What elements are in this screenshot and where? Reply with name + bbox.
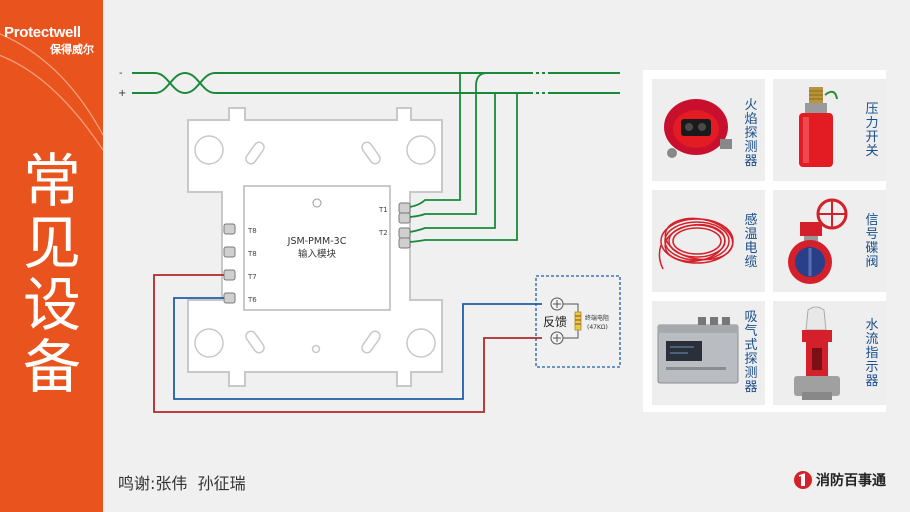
device-card-water-flow-indicator[interactable]: 水流指示器 <box>773 301 886 405</box>
device-label: 压力开关 <box>865 102 879 159</box>
sidebar-title-char: 常 <box>22 147 81 215</box>
bus-plus-label: + <box>118 88 126 99</box>
device-card-pressure-switch[interactable]: 压力开关 <box>773 79 886 181</box>
sidebar-title-char: 设 <box>22 271 81 339</box>
resistor-label: 终端电阻 <box>585 314 609 322</box>
device-card-flame-detector[interactable]: 火焰探测器 <box>652 79 765 181</box>
device-card-heat-cable[interactable]: 感温电缆 <box>652 190 765 292</box>
sidebar-title-char: 备 <box>22 333 81 401</box>
sidebar-title-char: 见 <box>22 209 81 277</box>
device-label: 吸气式探测器 <box>744 310 758 395</box>
terminal-label: T8 <box>247 250 257 258</box>
device-card-aspirating-detector[interactable]: 吸气式探测器 <box>652 301 765 405</box>
water-flow-indicator-icon <box>794 306 840 400</box>
terminal-label: T6 <box>247 296 257 304</box>
feedback-box <box>535 275 621 368</box>
fire-extinguisher-logo-icon <box>794 471 812 489</box>
terminals-right <box>398 202 411 249</box>
feedback-label: 反馈 <box>543 315 567 329</box>
red-wire <box>153 274 542 413</box>
footer-logo: 消防百事通 <box>793 470 886 490</box>
device-label: 水流指示器 <box>865 318 879 389</box>
bus-drop-wires <box>409 72 518 243</box>
module-model: JSM-PMM-3C <box>287 236 347 247</box>
device-label: 感温电缆 <box>744 213 758 270</box>
device-card-butterfly-valve[interactable]: 信号碟阀 <box>773 190 886 292</box>
resistor-value: (47KΩ) <box>587 324 608 331</box>
module-name: 输入模块 <box>298 248 337 260</box>
sidebar-decor-curves <box>0 33 103 151</box>
terminal-label: T1 <box>378 206 388 214</box>
blue-wire <box>173 297 542 400</box>
brand-name-en: Protectwell <box>4 24 81 41</box>
terminal-label: T8 <box>247 227 257 235</box>
device-label: 信号碟阀 <box>865 213 879 270</box>
module-led <box>312 198 322 208</box>
pressure-switch-icon <box>799 87 838 167</box>
bus-minus-label: - <box>119 68 123 79</box>
sidebar-title: 常 见 设 备 <box>12 150 92 398</box>
bus-wires <box>132 71 620 95</box>
butterfly-valve-icon <box>788 198 848 284</box>
sidebar: Protectwell 保得威尔 常 见 设 备 <box>0 0 103 512</box>
aspirating-detector-icon <box>657 317 739 384</box>
footer-logo-text: 消防百事通 <box>816 473 886 489</box>
flame-detector-icon <box>664 99 732 158</box>
device-panel: 火焰探测器 压力开关 <box>643 70 886 412</box>
credits-text: 鸣谢:张伟 孙征瑞 <box>118 474 246 493</box>
heat-cable-icon <box>658 217 734 270</box>
terminal-label: T7 <box>247 273 257 281</box>
device-label: 火焰探测器 <box>744 98 758 169</box>
brand-name-cn: 保得威尔 <box>50 44 94 56</box>
terminals-left <box>223 223 236 304</box>
feedback-terminals <box>550 297 582 345</box>
terminal-label: T2 <box>378 229 388 237</box>
